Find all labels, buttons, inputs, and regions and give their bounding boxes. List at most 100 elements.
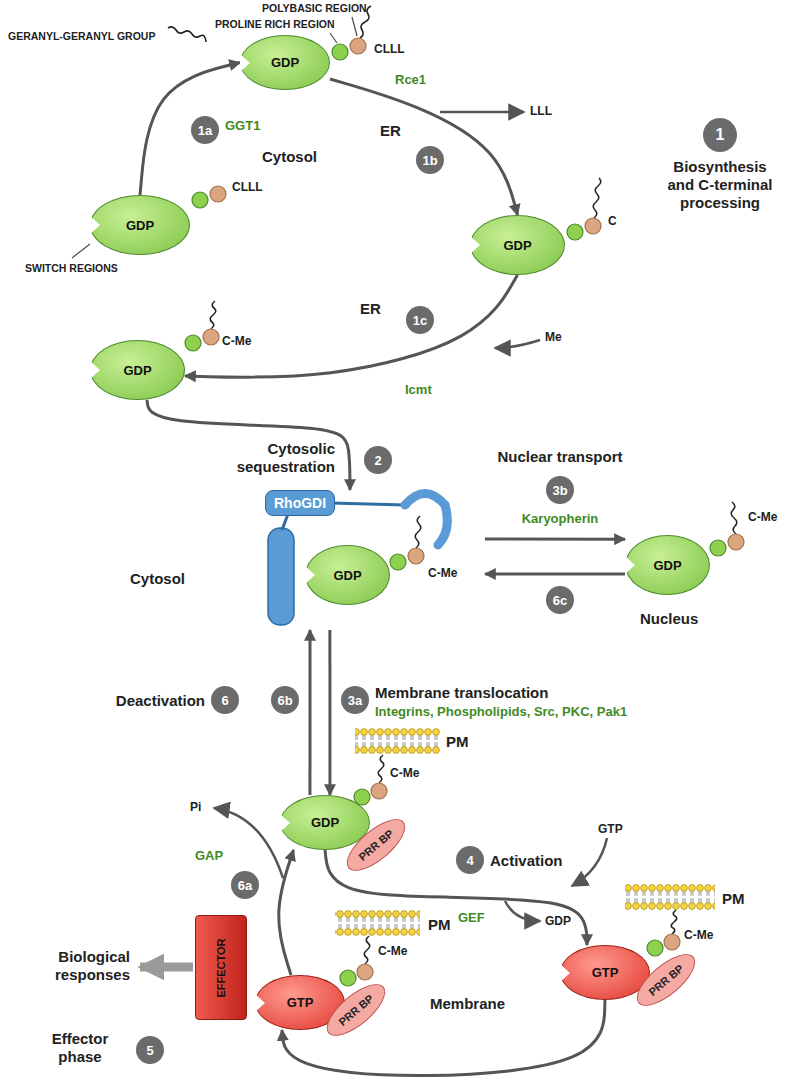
node-text: EFFECTOR xyxy=(215,938,227,997)
membrane-bilayer xyxy=(625,884,715,910)
node-text: GDP xyxy=(333,568,361,583)
sequence-label: CLLL xyxy=(232,180,263,194)
step-number: 1c xyxy=(406,306,434,334)
step-number: 1 xyxy=(703,118,737,152)
step-number: 5 xyxy=(136,1036,164,1064)
sequence-label: C-Me xyxy=(748,510,777,524)
sequence-label: C-Me xyxy=(378,944,407,958)
step-number: 3b xyxy=(546,476,574,504)
sequence-label: C-Me xyxy=(390,766,419,780)
node-text: 6a xyxy=(238,878,252,893)
node-text: 3b xyxy=(552,483,567,498)
node-text: 1 xyxy=(716,126,725,144)
node-text: 1b xyxy=(422,153,437,168)
rhogdi-domain xyxy=(268,528,294,625)
geranyl-group xyxy=(168,6,737,964)
step-number: 1b xyxy=(416,146,444,174)
node-text: GDP xyxy=(653,558,681,573)
step-title: Activation xyxy=(490,852,563,870)
callout-label: GERANYL-GERANYL GROUP xyxy=(8,30,155,43)
gtpase-gdp: GDP xyxy=(470,215,565,275)
enzyme-label: GGT1 xyxy=(225,118,260,134)
nucleotide-label: GDP xyxy=(545,914,571,928)
compartment-label: Membrane xyxy=(430,995,505,1013)
enzyme-label: Rce1 xyxy=(395,72,426,88)
membrane-bilayer xyxy=(355,728,440,754)
node-text: GDP xyxy=(503,238,531,253)
node-text: GDP xyxy=(271,55,299,70)
process-arrow xyxy=(328,630,331,795)
step-title: Deactivation xyxy=(85,692,205,710)
step-number: 3a xyxy=(341,686,369,714)
compartment-label: Nucleus xyxy=(640,610,698,628)
membrane-label: PM xyxy=(446,733,469,751)
gtpase-gdp: GDP xyxy=(305,545,390,605)
compartment-label: Cytosol xyxy=(130,570,185,588)
sequence-label: C-Me xyxy=(222,334,251,348)
callout-label: POLYBASIC REGION xyxy=(262,2,367,15)
enzyme-label: Icmt xyxy=(405,382,432,398)
regulator-label: GEF xyxy=(458,910,485,926)
node-text: 6 xyxy=(221,693,228,708)
rhogdi-complex: RhoGDI GDP xyxy=(265,490,485,630)
response-arrow xyxy=(140,963,193,972)
regulator-label: GAP xyxy=(195,848,223,864)
step-title: Cytosolic sequestration xyxy=(200,440,335,476)
process-arrow xyxy=(185,275,518,377)
node-text: GDP xyxy=(123,363,151,378)
regulator-label: Karyopherin xyxy=(490,511,630,527)
callout-label: SWITCH REGIONS xyxy=(25,262,118,275)
membrane-bilayer xyxy=(335,910,420,936)
step-title: Nuclear transport xyxy=(480,448,640,466)
nucleotide-label: GTP xyxy=(598,822,623,836)
process-arrow xyxy=(279,850,294,975)
process-arrow xyxy=(308,630,311,795)
step-number: 6a xyxy=(231,871,259,899)
node-text: GTP xyxy=(592,965,619,980)
step-title: Biosynthesis and C-terminal processing xyxy=(660,158,780,212)
gtpase-gdp: GDP xyxy=(90,195,190,255)
effector-box: EFFECTOR xyxy=(195,915,247,1020)
step-number: 4 xyxy=(456,846,484,874)
rhogdi-pocket xyxy=(405,494,447,546)
node-text: GDP xyxy=(126,218,154,233)
region-dots xyxy=(185,38,744,986)
node-text: 1a xyxy=(198,123,212,138)
node-text: 2 xyxy=(374,453,381,468)
sequence-label: C-Me xyxy=(428,566,457,580)
node-text: PRR BP xyxy=(646,962,686,998)
step-number: 6b xyxy=(271,686,299,714)
regulator-label: Integrins, Phospholipids, Src, PKC, Pak1 xyxy=(375,704,627,720)
sequence-label: Me xyxy=(545,330,562,344)
step-number: 6 xyxy=(211,686,239,714)
membrane-label: PM xyxy=(428,916,451,934)
leader-line xyxy=(72,17,357,258)
response-label: Biological responses xyxy=(12,948,130,984)
phosphate-label: Pi xyxy=(190,800,201,814)
step-number: 1a xyxy=(191,116,219,144)
compartment-label: ER xyxy=(360,300,381,318)
gtpase-gdp: GDP xyxy=(625,535,710,595)
process-arrow xyxy=(485,538,625,541)
node-text: GDP xyxy=(311,815,339,830)
gtpase-gdp: GDP xyxy=(240,35,330,90)
node-text: 3a xyxy=(348,693,362,708)
callout-label: PROLINE RICH REGION xyxy=(215,18,335,31)
sequence-label: CLLL xyxy=(374,42,405,56)
node-text: 6c xyxy=(553,593,567,608)
node-text: GTP xyxy=(287,995,314,1010)
compartment-label: Cytosol xyxy=(262,148,317,166)
step-title: Effector phase xyxy=(35,1030,125,1066)
process-arrow xyxy=(485,573,625,576)
gtpase-gdp: GDP xyxy=(90,340,185,400)
sequence-label: C-Me xyxy=(684,928,713,942)
step-number: 6c xyxy=(546,586,574,614)
process-arrow xyxy=(330,79,518,215)
step-number: 2 xyxy=(364,446,392,474)
node-text: RhoGDI xyxy=(265,490,335,516)
node-text: 1c xyxy=(413,313,427,328)
sequence-label: C xyxy=(608,214,617,228)
process-arrow xyxy=(147,400,350,490)
node-text: 6b xyxy=(277,693,292,708)
step-title: Membrane translocation xyxy=(375,684,548,702)
